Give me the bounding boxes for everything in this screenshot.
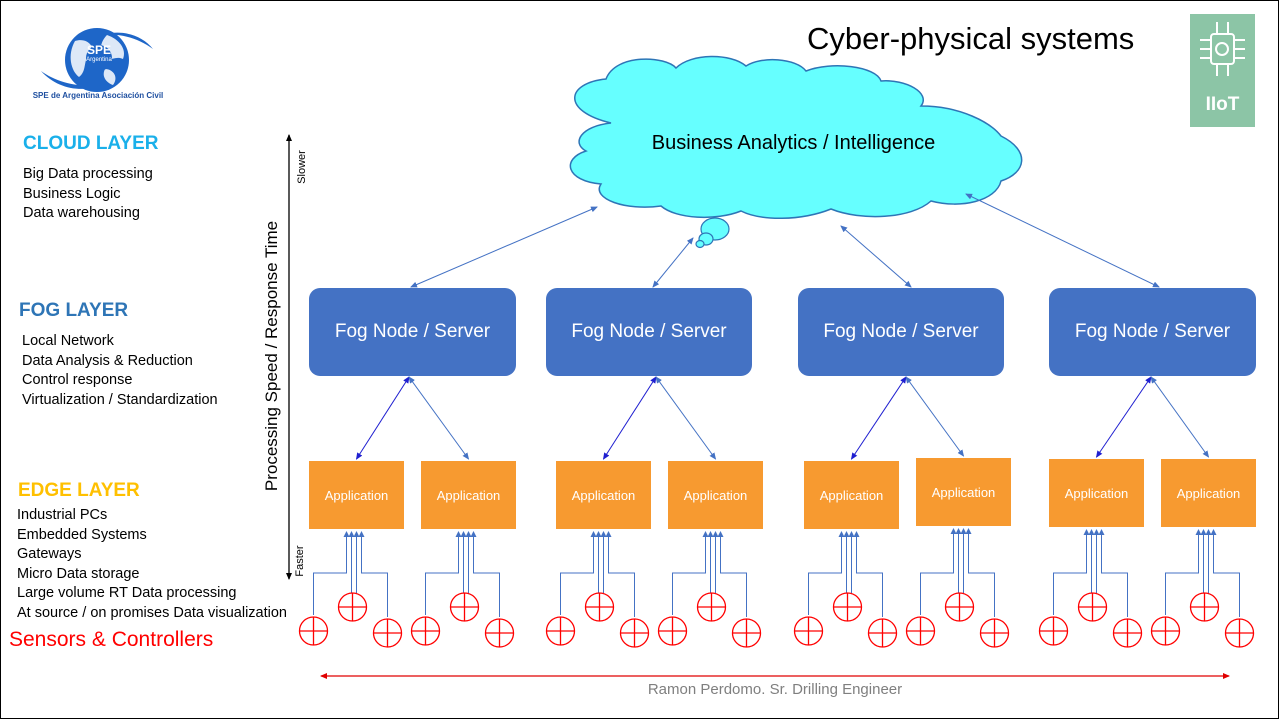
layer-item: Virtualization / Standardization <box>22 391 218 408</box>
sensor-symbol <box>619 618 650 648</box>
vertical-axis-label: Processing Speed / Response Time <box>262 220 281 492</box>
cloud-shape <box>569 55 1023 249</box>
sensors <box>298 592 1255 648</box>
layer-item: Industrial PCs <box>17 507 108 523</box>
layer-item: Embedded Systems <box>17 526 147 543</box>
sensor-symbol <box>1077 592 1108 622</box>
sensor-wire-group <box>1165 529 1240 617</box>
layer-item: Data warehousing <box>23 205 140 221</box>
sensor-symbol <box>372 618 403 648</box>
layer-item: Business Logic <box>23 185 121 202</box>
cloud-layer-items: Big Data processing Business Logic Data … <box>23 165 153 224</box>
fog-app-link <box>355 376 410 460</box>
application-box: Application <box>1161 459 1256 527</box>
sensor-symbol <box>832 592 863 622</box>
sensor-wire-group <box>672 531 747 617</box>
cloud-label: Business Analytics / Intelligence <box>651 132 936 154</box>
sensor-symbol <box>979 618 1010 648</box>
chip-icon <box>1200 22 1245 76</box>
sensor-symbol <box>657 616 688 646</box>
fog-app-link <box>408 376 470 460</box>
fog-node: Fog Node / Server <box>798 288 1004 376</box>
application-box: Application <box>916 458 1011 526</box>
fog-layer-title: FOG LAYER <box>19 300 129 321</box>
iiot-badge: IIoT <box>1190 14 1255 127</box>
layer-item: Control response <box>22 372 133 388</box>
application-box: Application <box>668 461 763 529</box>
cloud-layer-title: CLOUD LAYER <box>23 133 159 154</box>
fog-app-link <box>850 376 907 460</box>
globe-icon <box>41 28 153 92</box>
sensor-wire-group <box>425 531 500 617</box>
logo-badge-sub: Argentina <box>86 57 112 63</box>
spe-logo: SPE Argentina SPE de Argentina Asociació… <box>27 25 167 105</box>
sensor-symbol <box>905 616 936 646</box>
sensor-wiring <box>313 528 1240 617</box>
cloud-fog-links <box>410 193 1160 288</box>
faster-label: Faster <box>294 545 306 577</box>
edge-layer-title: EDGE LAYER <box>18 480 140 501</box>
sensor-wire-group <box>808 531 883 617</box>
sensor-wire-group <box>1053 529 1128 617</box>
fog-app-link <box>602 376 657 460</box>
fog-app-link <box>1150 376 1210 458</box>
slower-label: Slower <box>296 150 308 184</box>
sensor-symbol <box>1112 618 1143 648</box>
layer-item: Large volume RT Data processing <box>17 585 237 601</box>
layer-item: Data Analysis & Reduction <box>22 352 193 369</box>
sensor-symbol <box>793 616 824 646</box>
slide-title: Cyber-physical systems <box>807 21 1135 56</box>
sensor-symbol <box>731 618 762 648</box>
sensor-wire-group <box>560 531 635 617</box>
iiot-label: IIoT <box>1205 94 1240 115</box>
fog-app-links <box>355 376 1210 460</box>
layer-item: Gateways <box>17 546 82 562</box>
application-box: Application <box>804 461 899 529</box>
logo-badge: SPE <box>86 43 111 57</box>
fog-app-link <box>1095 376 1152 458</box>
sensor-symbol <box>1224 618 1255 648</box>
fog-app-link <box>655 376 717 460</box>
sensor-symbol <box>584 592 615 622</box>
application-box: Application <box>421 461 516 529</box>
sensor-wire-group <box>920 528 995 617</box>
footer-credit: Ramon Perdomo. Sr. Drilling Engineer <box>647 681 903 698</box>
sensor-symbol <box>449 592 480 622</box>
application-box: Application <box>1049 459 1144 527</box>
layer-item: Local Network <box>22 333 114 349</box>
fog-node: Fog Node / Server <box>1049 288 1256 376</box>
application-box: Application <box>556 461 651 529</box>
fog-node: Fog Node / Server <box>546 288 752 376</box>
fog-app-link <box>905 376 965 457</box>
sensor-wire-group <box>313 531 388 617</box>
sensor-symbol <box>867 618 898 648</box>
edge-layer-items: Industrial PCs Embedded Systems Gateways… <box>17 506 287 623</box>
layer-item: Micro Data storage <box>17 565 140 582</box>
logo-caption: SPE de Argentina Asociación Civil <box>32 91 164 100</box>
sensor-symbol <box>1150 616 1181 646</box>
sensor-symbol <box>484 618 515 648</box>
sensor-symbol <box>298 616 329 646</box>
sensor-symbol <box>1038 616 1069 646</box>
sensor-symbol <box>337 592 368 622</box>
sensors-layer-title: Sensors & Controllers <box>9 628 214 651</box>
fog-node: Fog Node / Server <box>309 288 516 376</box>
sensor-symbol <box>696 592 727 622</box>
fog-layer-items: Local Network Data Analysis & Reduction … <box>22 332 218 410</box>
sensor-symbol <box>545 616 576 646</box>
layer-item: Big Data processing <box>23 166 153 182</box>
sensor-symbol <box>1189 592 1220 622</box>
layer-item: At source / on promises Data visualizati… <box>17 604 287 621</box>
sensor-symbol <box>944 592 975 622</box>
application-box: Application <box>309 461 404 529</box>
sensor-symbol <box>410 616 441 646</box>
